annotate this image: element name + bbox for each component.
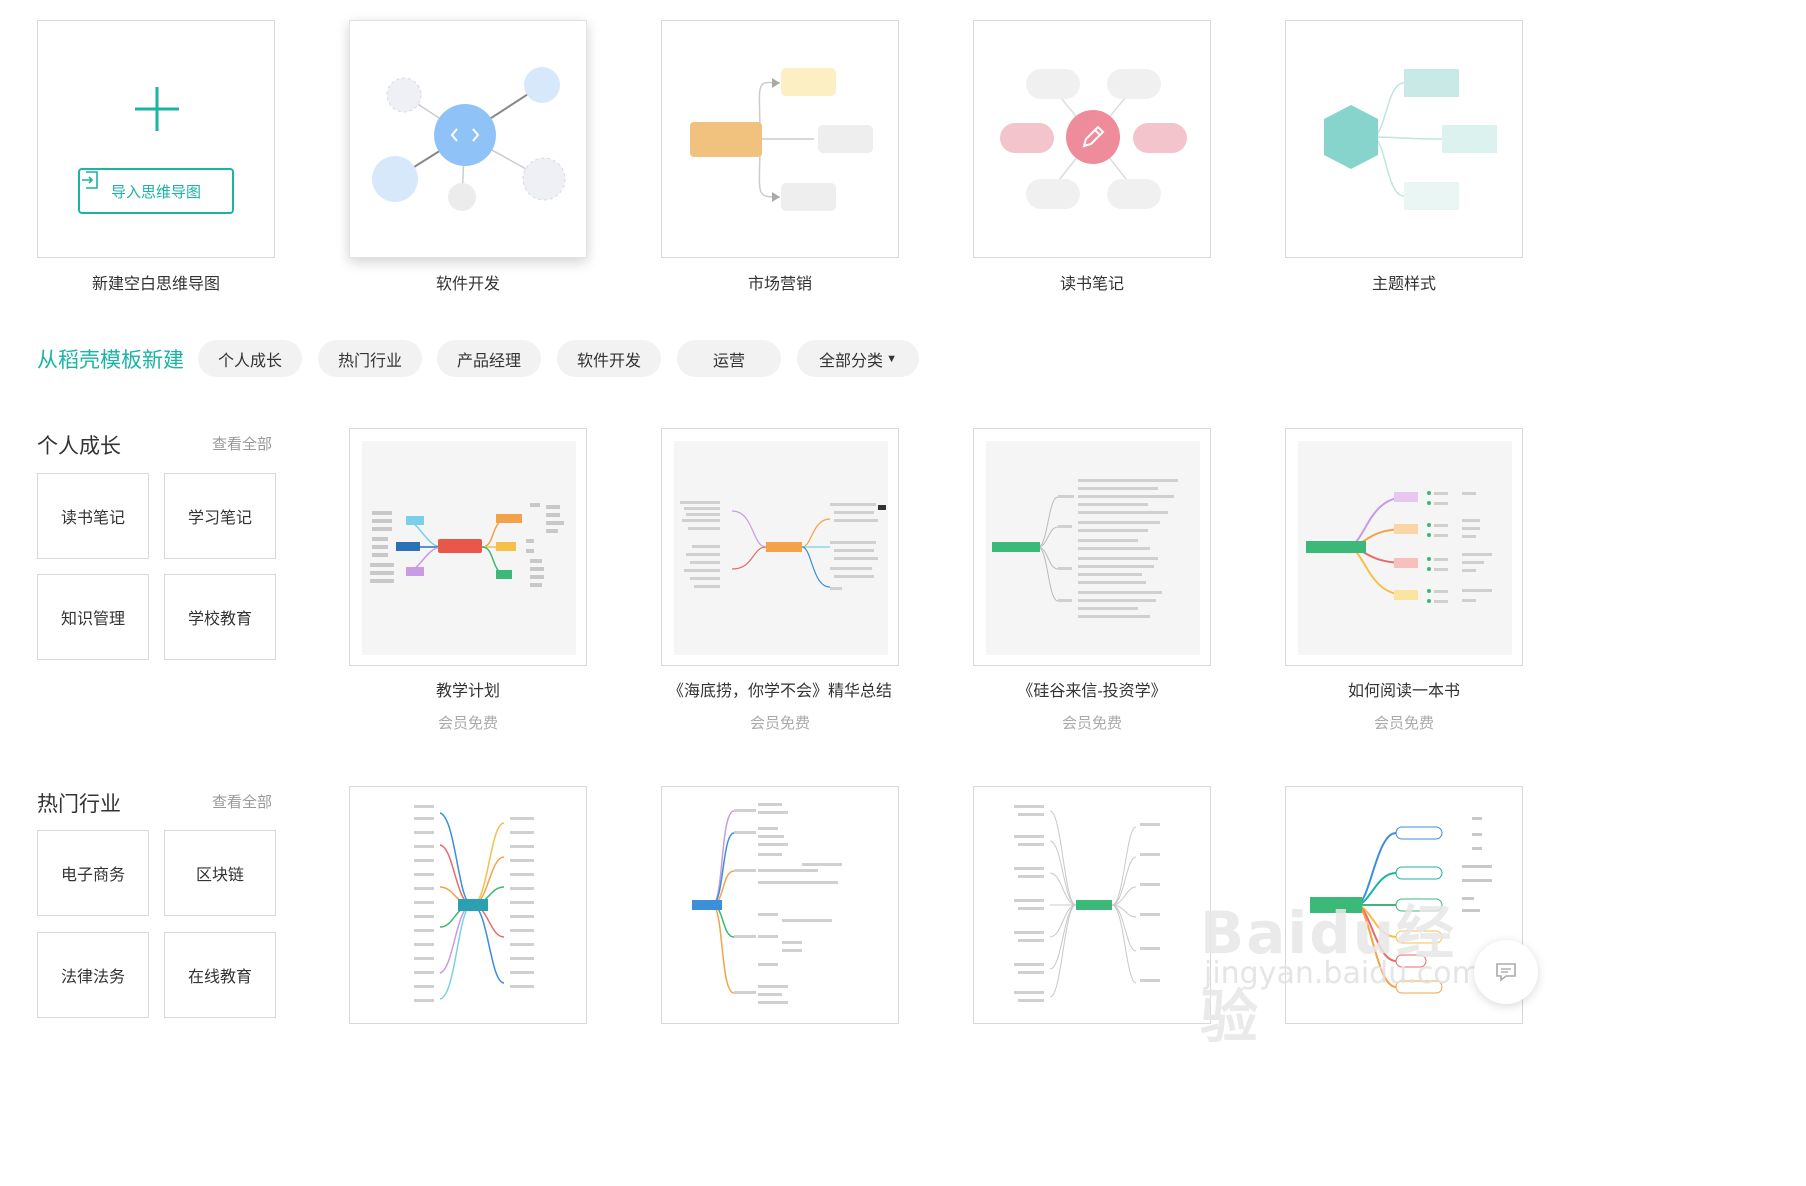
plus-icon xyxy=(135,87,179,131)
subcategory-study-notes[interactable]: 学习笔记 xyxy=(164,473,276,559)
chip-personal-growth[interactable]: 个人成长 xyxy=(198,340,302,377)
mindmap-thumbnail xyxy=(414,805,534,1002)
new-blank-mindmap-card[interactable]: 导入思维导图 xyxy=(37,20,275,258)
template-title-silicon-valley: 《硅谷来信-投资学》 xyxy=(1017,683,1167,700)
template-badge-silicon-valley: 会员免费 xyxy=(1061,715,1122,732)
reading-notes-card[interactable] xyxy=(973,20,1211,258)
import-mindmap-button[interactable]: 导入思维导图 xyxy=(78,168,234,214)
marketing-illustration xyxy=(690,68,873,211)
import-icon xyxy=(82,171,98,189)
theme-style-card[interactable] xyxy=(1285,20,1523,258)
import-label: 导入思维导图 xyxy=(110,183,201,201)
chat-icon xyxy=(1496,963,1516,982)
subcategory-reading-notes[interactable]: 读书笔记 xyxy=(37,473,149,559)
new-blank-mindmap-label: 新建空白思维导图 xyxy=(91,276,220,293)
mindmap-thumbnail xyxy=(992,479,1178,618)
feedback-button[interactable] xyxy=(1474,940,1538,1004)
template-title-haidilao: 《海底捞，你学不会》精华总结 xyxy=(667,683,892,700)
subcategory-online-education[interactable]: 在线教育 xyxy=(164,932,276,1018)
personal-growth-view-all[interactable]: 查看全部 xyxy=(212,436,273,453)
mindmap-thumbnail xyxy=(680,501,886,590)
template-title-how-to-read: 如何阅读一本书 xyxy=(1347,683,1460,700)
template-card-industry-3[interactable] xyxy=(973,786,1211,1024)
template-badge-how-to-read: 会员免费 xyxy=(1373,715,1434,732)
chip-product-manager[interactable]: 产品经理 xyxy=(437,340,541,377)
software-dev-card[interactable] xyxy=(349,20,587,258)
subcategory-ecommerce[interactable]: 电子商务 xyxy=(37,830,149,916)
mindmap-thumbnail xyxy=(1310,817,1492,994)
caret-down-icon: ▼ xyxy=(886,352,897,365)
template-card-industry-1[interactable] xyxy=(349,786,587,1024)
template-badge-haidilao: 会员免费 xyxy=(749,715,810,732)
pencil-icon xyxy=(1082,125,1105,148)
theme-style-label: 主题样式 xyxy=(1371,276,1436,293)
code-icon xyxy=(450,128,480,142)
template-title-teaching-plan: 教学计划 xyxy=(435,683,500,700)
software-dev-illustration xyxy=(372,67,566,211)
subcategory-blockchain[interactable]: 区块链 xyxy=(164,830,276,916)
reading-notes-label: 读书笔记 xyxy=(1059,276,1124,293)
subcategory-knowledge-mgmt[interactable]: 知识管理 xyxy=(37,574,149,660)
personal-growth-title: 个人成长 xyxy=(37,435,121,458)
theme-style-illustration xyxy=(1324,69,1497,210)
chip-software-dev[interactable]: 软件开发 xyxy=(557,340,661,377)
hot-industry-view-all[interactable]: 查看全部 xyxy=(212,794,273,811)
mindmap-thumbnail xyxy=(370,503,564,587)
mindmap-thumbnail xyxy=(1014,805,1160,1002)
template-card-silicon-valley[interactable] xyxy=(973,428,1211,666)
template-card-teaching-plan[interactable] xyxy=(349,428,587,666)
chip-all-categories[interactable]: 全部分类 ▼ xyxy=(797,340,919,377)
mindmap-thumbnail xyxy=(1306,491,1492,603)
reading-notes-illustration xyxy=(1000,69,1187,209)
template-section-heading: 从稻壳模板新建 xyxy=(37,349,184,372)
template-card-how-to-read[interactable] xyxy=(1285,428,1523,666)
mindmap-thumbnail xyxy=(692,803,842,1004)
chip-hot-industry[interactable]: 热门行业 xyxy=(318,340,422,377)
subcategory-legal[interactable]: 法律法务 xyxy=(37,932,149,1018)
software-dev-label: 软件开发 xyxy=(435,276,500,293)
marketing-card[interactable] xyxy=(661,20,899,258)
chip-all-categories-label: 全部分类 xyxy=(819,352,884,370)
subcategory-school-education[interactable]: 学校教育 xyxy=(164,574,276,660)
template-badge-teaching-plan: 会员免费 xyxy=(437,715,498,732)
marketing-label: 市场营销 xyxy=(747,276,812,293)
hot-industry-title: 热门行业 xyxy=(37,793,121,816)
template-card-haidilao[interactable] xyxy=(661,428,899,666)
template-card-industry-2[interactable] xyxy=(661,786,899,1024)
chip-operations[interactable]: 运营 xyxy=(677,340,781,377)
